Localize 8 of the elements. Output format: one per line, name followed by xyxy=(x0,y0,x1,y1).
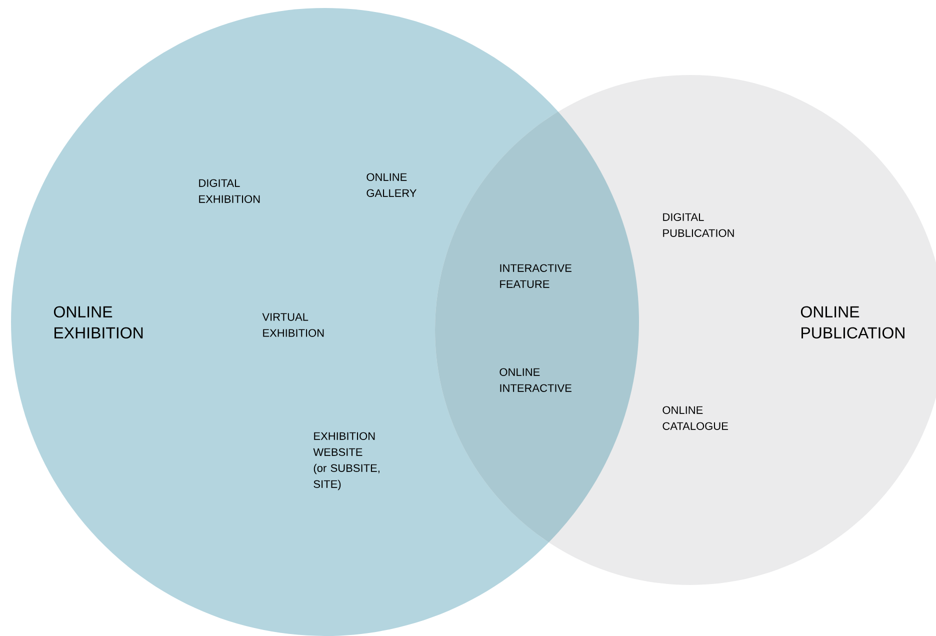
term-label: ONLINE GALLERY xyxy=(366,173,416,197)
term-label: ONLINE CATALOGUE xyxy=(662,406,728,430)
term-label: EXHIBITION WEBSITE (or SUBSITE, SITE) xyxy=(313,432,380,490)
term-label: DIGITAL EXHIBITION xyxy=(199,179,260,203)
term-label: DIGITAL PUBLICATION xyxy=(663,213,734,237)
term-label: ONLINE INTERACTIVE xyxy=(500,368,572,392)
term-label: VIRTUAL EXHIBITION xyxy=(262,313,324,337)
term-label: INTERACTIVE FEATURE xyxy=(500,264,572,288)
